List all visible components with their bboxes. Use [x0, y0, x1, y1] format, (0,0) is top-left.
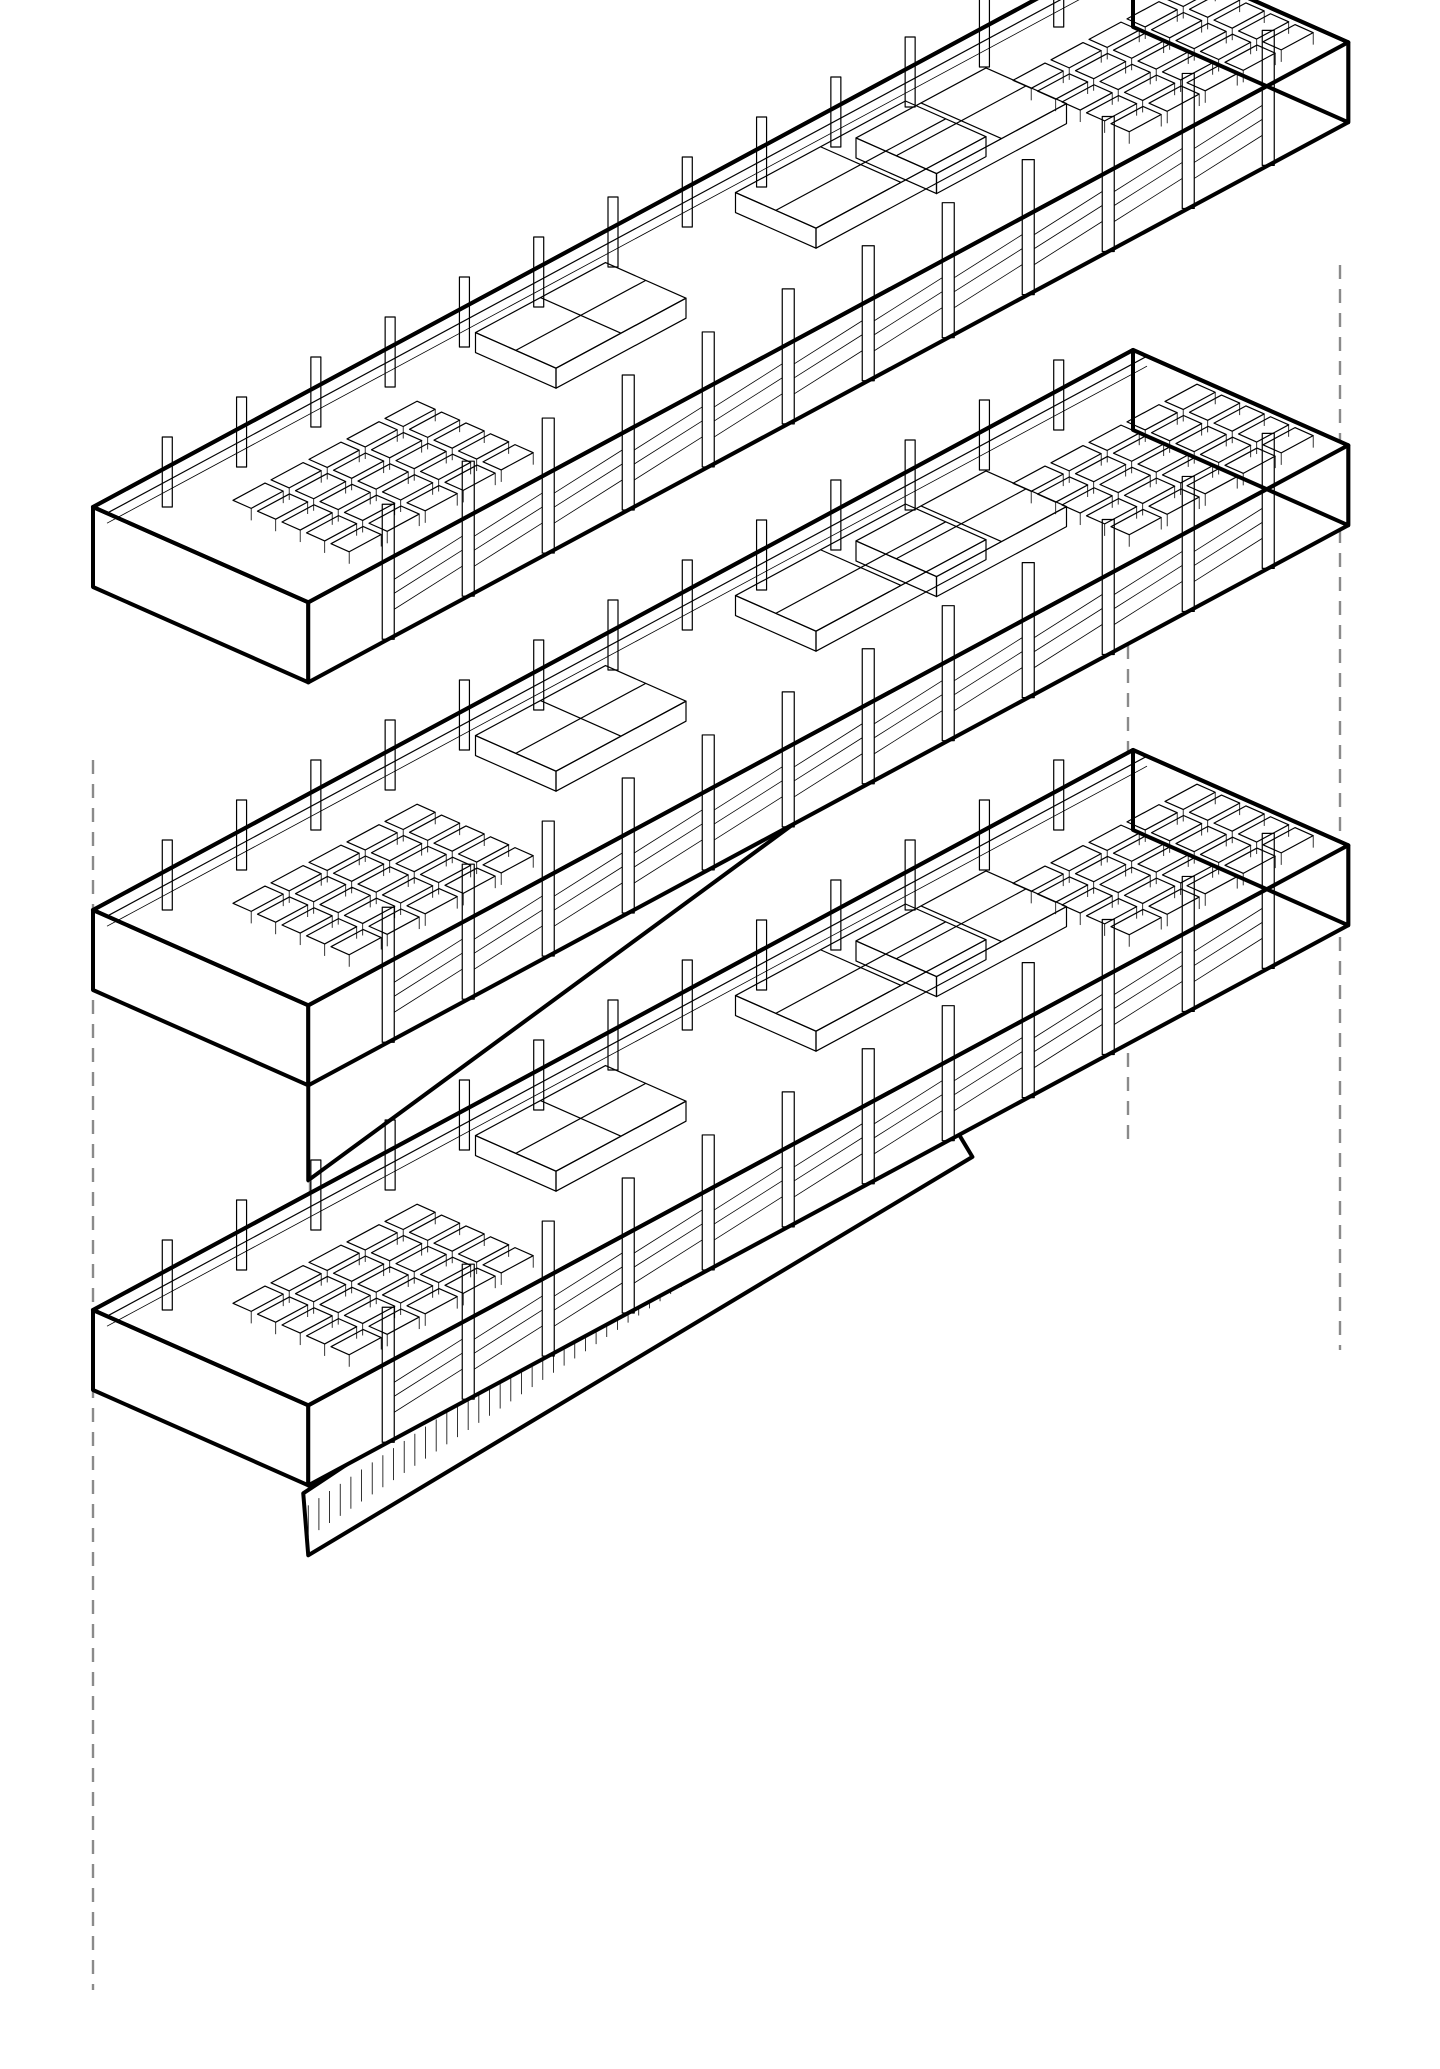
floor-plate	[93, 749, 1349, 1406]
front-columns	[381, 432, 1275, 1043]
stair-core	[734, 100, 987, 249]
desk-clusters	[232, 783, 1314, 1367]
floor-level-level-1	[91, 747, 1351, 1558]
desk-clusters	[232, 383, 1314, 967]
floor-level-level-3	[91, 0, 1351, 685]
desk-cluster-right	[1012, 383, 1314, 547]
desk-cluster-right	[1012, 783, 1314, 947]
restroom-block-left	[474, 1064, 687, 1192]
back-columns	[161, 359, 1065, 911]
stair-core	[734, 903, 987, 1052]
floor-plate	[93, 0, 1349, 603]
stair-core	[734, 503, 987, 652]
floor-level-level-2	[91, 347, 1351, 1183]
desk-clusters	[232, 0, 1314, 564]
restroom-block-left	[474, 664, 687, 792]
desk-cluster-right	[1012, 0, 1314, 144]
front-columns	[381, 29, 1275, 640]
back-columns	[161, 0, 1065, 508]
interior-rooms	[474, 870, 1068, 1192]
floor-plate	[93, 349, 1349, 1006]
restroom-block-left	[474, 261, 687, 389]
desk-cluster-left	[232, 1203, 534, 1367]
back-columns	[161, 759, 1065, 1311]
floor-levels	[91, 0, 1351, 1558]
interior-rooms	[474, 67, 1068, 389]
desk-cluster-left	[232, 400, 534, 564]
restroom-block-right	[855, 67, 1068, 195]
desk-cluster-left	[232, 803, 534, 967]
